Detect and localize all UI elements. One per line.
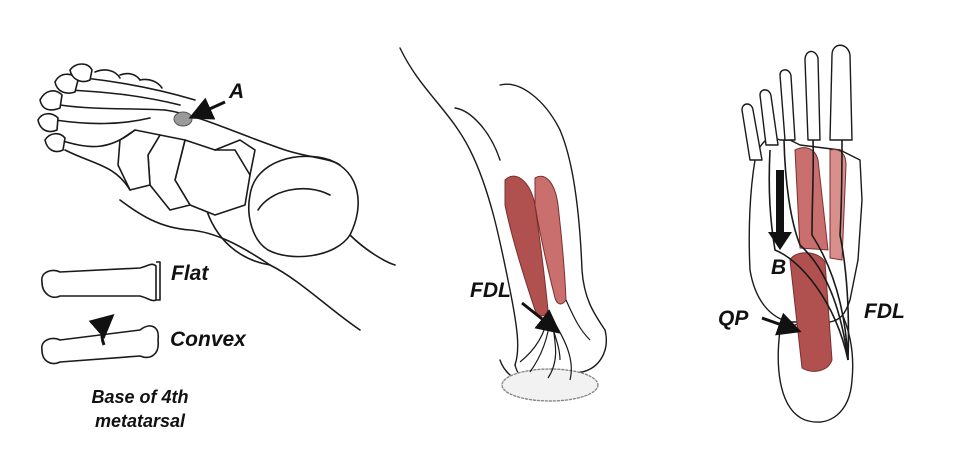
arrow-fdl-middle [521, 301, 561, 334]
caption-line-1: Base of 4th [91, 387, 189, 407]
caption-line-2: metatarsal [94, 411, 186, 431]
arrow-qp [761, 312, 802, 336]
label-b: B [771, 256, 787, 279]
rotation-arrow [88, 314, 115, 346]
fdl-tendon-right [768, 139, 850, 361]
arrow-a [188, 97, 226, 120]
metatarsal-flat [41, 261, 161, 302]
label-fdl-middle: FDL [470, 279, 511, 302]
foot-skeleton-left [37, 63, 396, 331]
metatarsal-convex [41, 325, 160, 365]
quadratus-plantae-muscle [789, 252, 833, 372]
label-qp: QP [718, 307, 749, 330]
label-fdl-right: FDL [864, 300, 905, 323]
label-a: A [229, 80, 245, 103]
joint-a-marker [173, 111, 193, 127]
fdl-tendons [519, 299, 591, 381]
leg-illustration [399, 47, 607, 402]
label-flat: Flat [171, 262, 209, 285]
arrow-b [768, 170, 792, 250]
label-convex: Convex [170, 328, 246, 351]
